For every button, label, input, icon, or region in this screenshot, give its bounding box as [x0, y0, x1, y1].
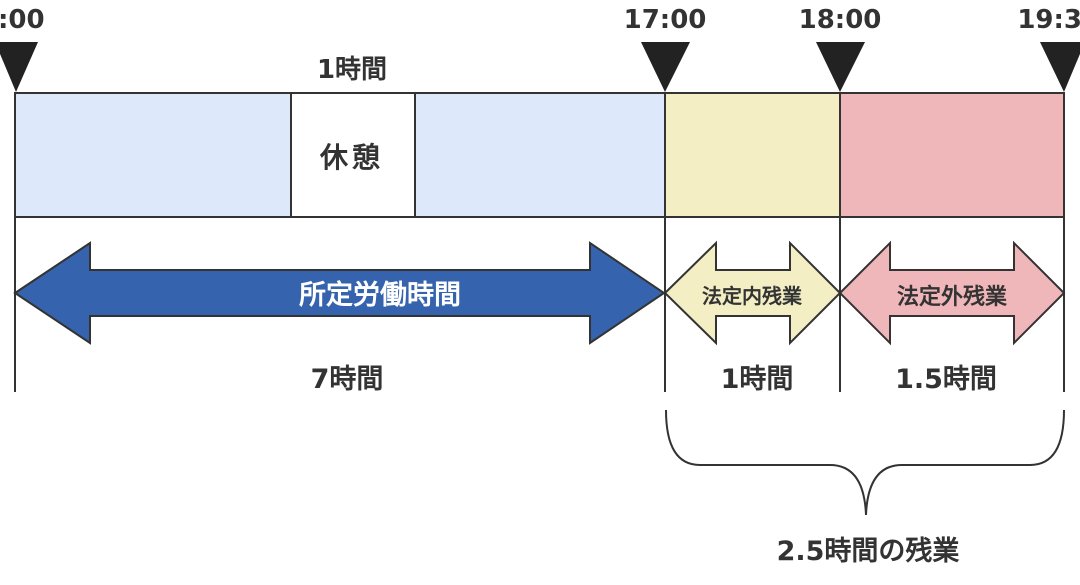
time-marker-1800: [816, 42, 865, 92]
legal-inner-overtime-label: 法定内残業: [702, 284, 803, 308]
legal-inner-overtime-segment: [664, 92, 841, 218]
regular-duration-label: 7時間: [311, 364, 384, 395]
time-marker-1700: [641, 42, 690, 92]
time-label-1700: 17:00: [624, 5, 707, 35]
time-label-1800: 18:00: [799, 5, 882, 35]
overtime-brace: [665, 409, 1065, 516]
regular-hours-label: 所定労働時間: [299, 279, 461, 311]
break-duration-label: 1時間: [317, 55, 387, 85]
legal-inner-duration-label: 1時間: [721, 364, 794, 395]
time-marker-start: [0, 42, 38, 92]
regular-work-segment-morning: [14, 92, 292, 218]
time-label-start: :00: [0, 5, 45, 35]
break-label: 休憩: [319, 141, 384, 174]
legal-outer-overtime-segment: [839, 92, 1065, 218]
time-label-end: 19:3: [1017, 5, 1080, 35]
legal-outer-overtime-label: 法定外残業: [897, 284, 1008, 310]
legal-outer-overtime-arrow: [838, 240, 1066, 346]
legal-outer-duration-label: 1.5時間: [895, 364, 997, 395]
total-overtime-label: 2.5時間の残業: [777, 536, 960, 567]
regular-work-segment-afternoon: [414, 92, 666, 218]
time-marker-end: [1040, 42, 1080, 92]
break-segment: [290, 92, 416, 218]
